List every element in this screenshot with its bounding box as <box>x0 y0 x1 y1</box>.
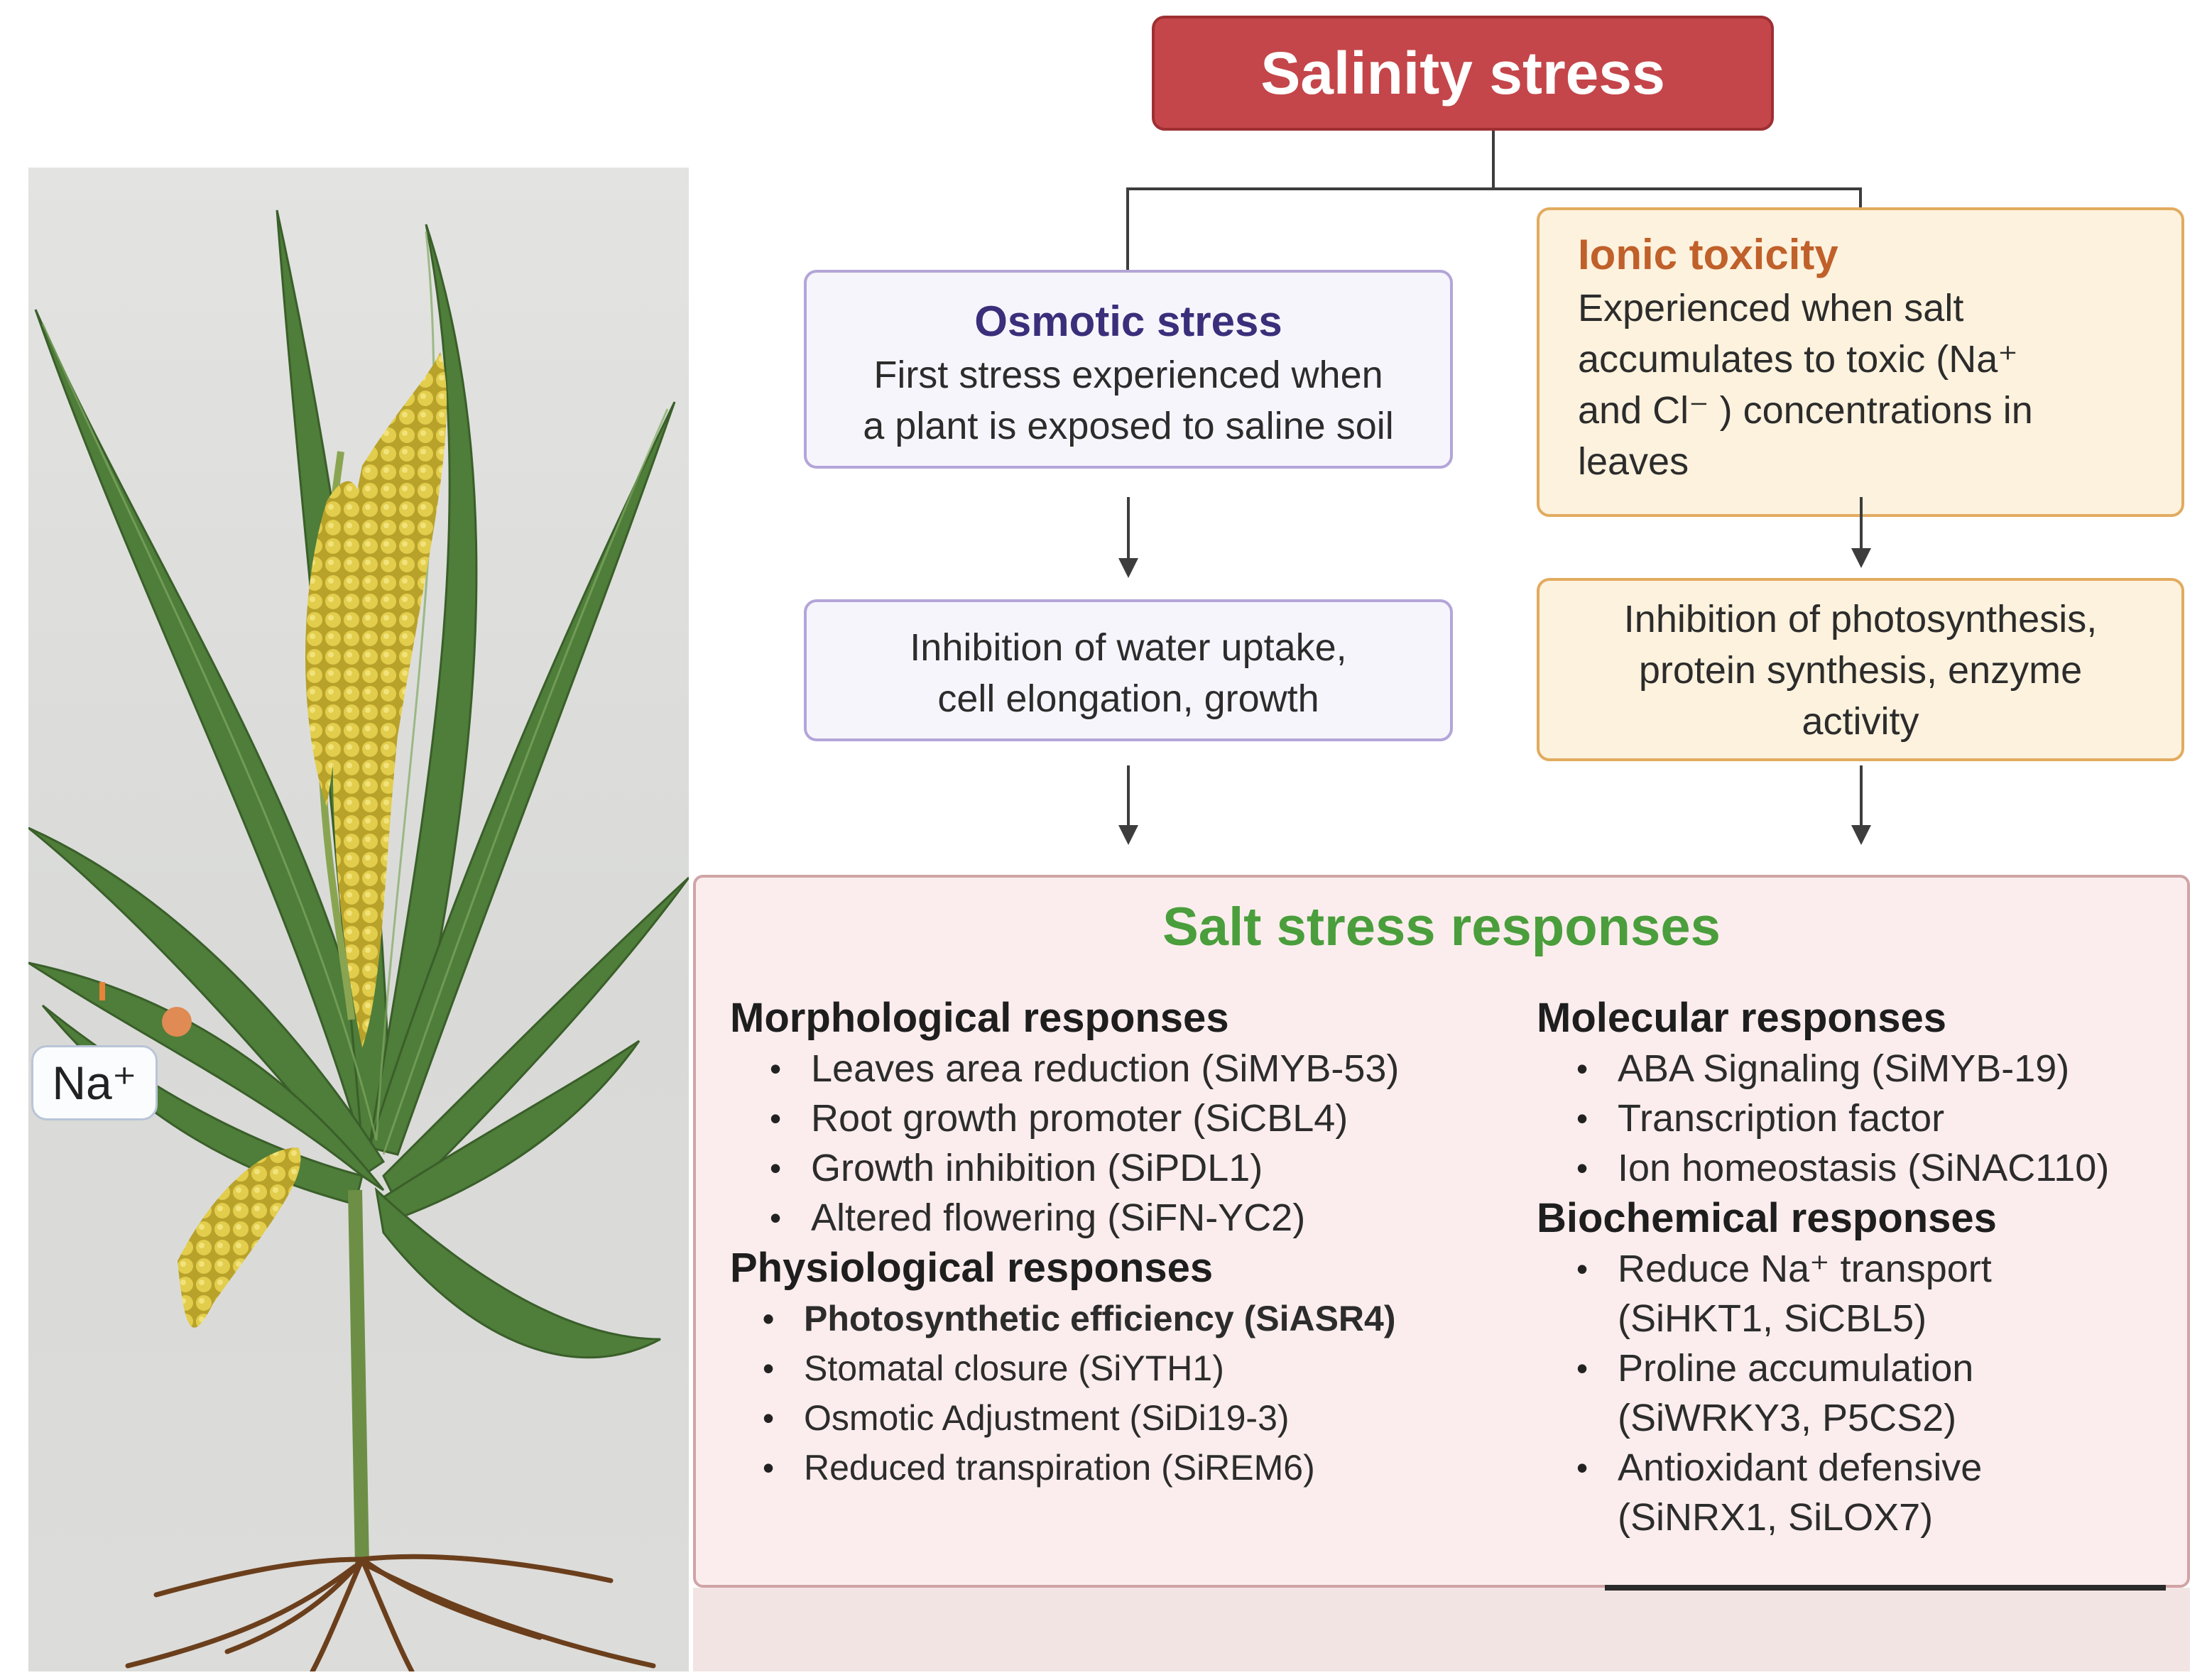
arrow-head <box>1851 825 1871 845</box>
list-item: Ion homeostasis (SiNAC110) <box>1576 1143 2176 1193</box>
ionic-toxicity-title: Ionic toxicity <box>1578 231 1838 278</box>
list-item: Osmotic Adjustment (SiDi19-3) <box>763 1393 1497 1443</box>
ionic-toxicity-line: leaves <box>1578 440 1689 483</box>
ionic-toxicity-box: Ionic toxicity Experienced when salt acc… <box>1537 207 2184 517</box>
morphological-heading: Morphological responses <box>730 995 1229 1041</box>
biochemical-heading: Biochemical responses <box>1537 1195 1997 1241</box>
title-connector-bar <box>1126 187 1862 190</box>
arrow-head <box>1851 548 1871 568</box>
biochemical-list: Reduce Na⁺ transport (SiHKT1, SiCBL5) Pr… <box>1537 1244 2176 1542</box>
list-item-line: Proline accumulation <box>1618 1347 1974 1390</box>
arrow-shaft <box>1127 497 1130 560</box>
responses-right-column: Molecular responses ABA Signaling (SiMYB… <box>1537 993 2176 1542</box>
list-item-line: Antioxidant defensive <box>1618 1446 1983 1489</box>
ionic-toxicity-line: accumulates to toxic (Na⁺ <box>1578 338 2018 381</box>
list-item: Transcription factor <box>1576 1093 2176 1143</box>
salinity-stress-title: Salinity stress <box>1152 16 1774 131</box>
arrow-shaft <box>1860 497 1863 548</box>
physiological-heading: Physiological responses <box>730 1245 1214 1291</box>
photosynthesis-inhibition-box: Inhibition of photosynthesis, protein sy… <box>1537 578 2184 761</box>
ion-marker <box>99 982 105 1000</box>
molecular-heading: Molecular responses <box>1537 995 1946 1041</box>
effect-line: Inhibition of water uptake, <box>910 626 1347 669</box>
millet-plant-illustration <box>28 209 689 1671</box>
responses-box-footer <box>693 1588 2190 1671</box>
footer-divider <box>1605 1585 2166 1591</box>
list-item: Leaves area reduction (SiMYB-53) <box>770 1044 1497 1093</box>
list-item-line: (SiNRX1, SiLOX7) <box>1618 1496 1934 1539</box>
list-item-line: Reduce Na⁺ transport <box>1618 1248 1992 1290</box>
sodium-ion-label: Na⁺ <box>31 1045 158 1120</box>
list-item: Antioxidant defensive (SiNRX1, SiLOX7) <box>1576 1443 2176 1542</box>
molecular-list: ABA Signaling (SiMYB-19) Transcription f… <box>1537 1044 2176 1193</box>
connector-left-drop <box>1126 187 1129 270</box>
list-item: Photosynthetic efficiency (SiASR4) <box>763 1294 1497 1343</box>
effect-line: cell elongation, growth <box>937 677 1319 720</box>
list-item: Stomatal closure (SiYTH1) <box>763 1343 1497 1393</box>
arrow-head <box>1118 558 1138 578</box>
list-item: Altered flowering (SiFN-YC2) <box>770 1193 1497 1243</box>
water-uptake-inhibition-box: Inhibition of water uptake, cell elongat… <box>804 599 1453 741</box>
title-connector-stem <box>1492 131 1495 189</box>
physiological-list: Photosynthetic efficiency (SiASR4) Stoma… <box>730 1294 1497 1493</box>
effect-line: Inhibition of photosynthesis, <box>1623 598 2098 640</box>
osmotic-stress-box: Osmotic stress First stress experienced … <box>804 270 1453 469</box>
responses-left-column: Morphological responses Leaves area redu… <box>730 993 1497 1493</box>
effect-line: activity <box>1802 700 1919 743</box>
list-item: Proline accumulation (SiWRKY3, P5CS2) <box>1576 1343 2176 1443</box>
arrow-shaft <box>1860 765 1863 827</box>
connector-right-drop <box>1859 187 1862 209</box>
list-item-line: (SiWRKY3, P5CS2) <box>1618 1397 1957 1439</box>
list-item: ABA Signaling (SiMYB-19) <box>1576 1044 2176 1093</box>
ionic-toxicity-line: and Cl⁻ ) concentrations in <box>1578 389 2033 432</box>
morphological-list: Leaves area reduction (SiMYB-53) Root gr… <box>730 1044 1497 1243</box>
ionic-toxicity-line: Experienced when salt <box>1578 287 1964 329</box>
list-item-line: (SiHKT1, SiCBL5) <box>1618 1297 1927 1340</box>
millet-plant-image <box>28 168 689 1671</box>
effect-line: protein synthesis, enzyme <box>1638 649 2083 692</box>
list-item: Reduce Na⁺ transport (SiHKT1, SiCBL5) <box>1576 1244 2176 1343</box>
ion-dot <box>162 1007 192 1037</box>
salt-stress-responses-title: Salt stress responses <box>1162 897 1721 957</box>
list-item: Root growth promoter (SiCBL4) <box>770 1093 1497 1143</box>
list-item: Growth inhibition (SiPDL1) <box>770 1143 1497 1193</box>
osmotic-stress-line: First stress experienced when <box>873 354 1383 396</box>
osmotic-stress-line: a plant is exposed to saline soil <box>863 405 1394 447</box>
list-item: Reduced transpiration (SiREM6) <box>763 1443 1497 1493</box>
osmotic-stress-title: Osmotic stress <box>974 298 1282 345</box>
arrow-head <box>1118 825 1138 845</box>
arrow-shaft <box>1127 765 1130 827</box>
